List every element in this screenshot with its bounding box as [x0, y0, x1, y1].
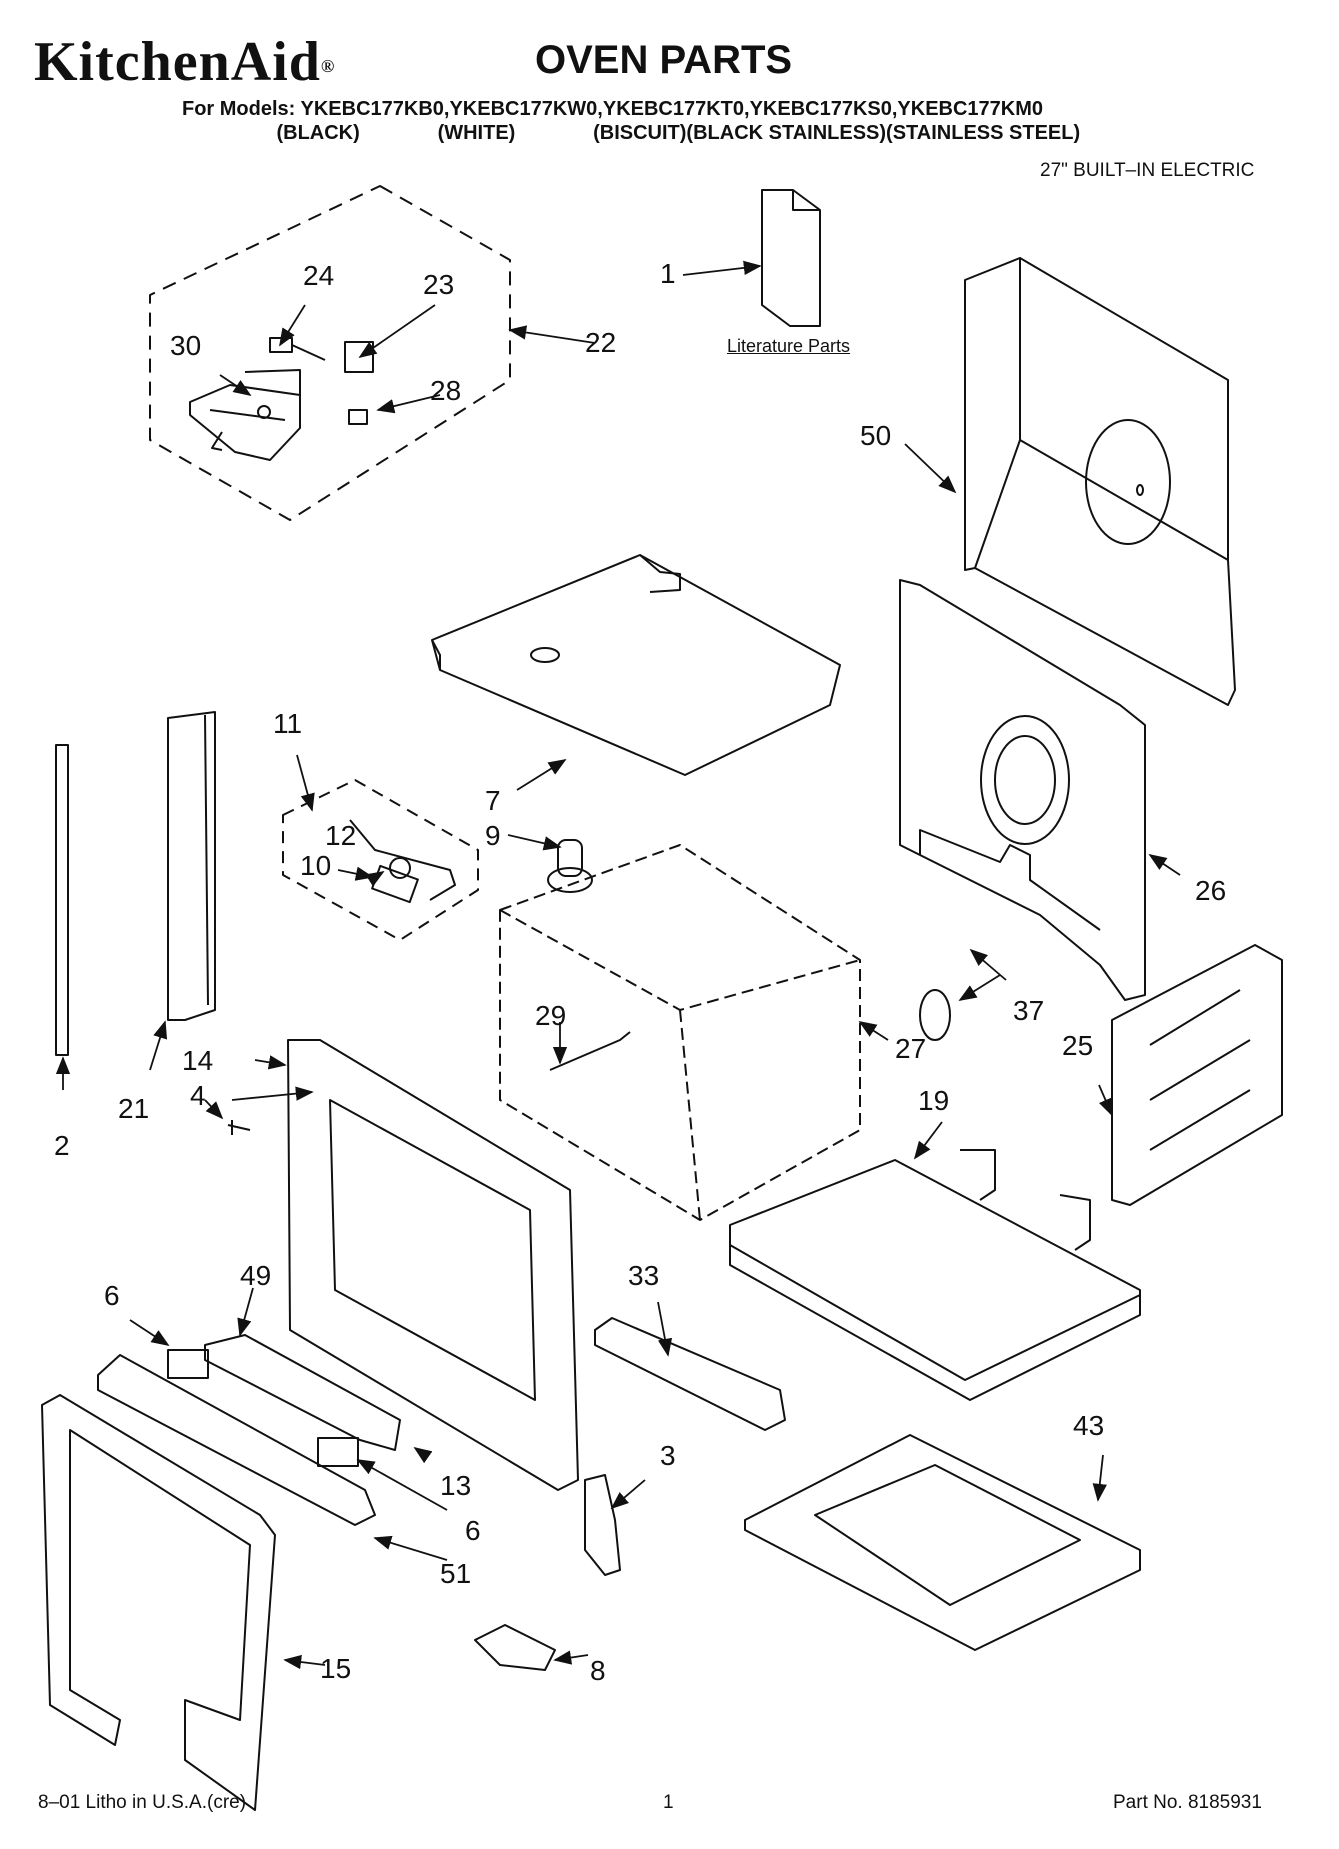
callout-37: 37: [1013, 995, 1044, 1026]
colors-line: (BLACK) (WHITE) (BISCUIT)(BLACK STAINLES…: [182, 122, 1081, 144]
callout-30: 30: [170, 330, 201, 361]
page-title: OVEN PARTS: [535, 38, 793, 82]
callout-26: 26: [1195, 875, 1226, 906]
callout-1: 1: [660, 258, 676, 289]
callout-labels: 1 2 3 4 6 6 7 8 9 10 11 12 13 14 15 19 2…: [54, 258, 1226, 1686]
side-panel-part: [1111, 944, 1283, 1206]
rear-panel-part: [964, 257, 1236, 706]
vent-part: [547, 839, 593, 893]
callout-25: 25: [1062, 1030, 1093, 1061]
callout-8: 8: [590, 1655, 606, 1686]
rear-wrapper-part: [899, 579, 1146, 1001]
thermal-fuse: [919, 989, 951, 1041]
callout-3: 3: [660, 1440, 676, 1471]
control-assembly-outline: [149, 185, 511, 521]
callout-15: 15: [320, 1653, 351, 1684]
callout-22: 22: [585, 327, 616, 358]
front-rail: [594, 1317, 786, 1431]
callout-4: 4: [190, 1080, 206, 1111]
side-trim-strip: [55, 744, 69, 1056]
models-line: For Models: YKEBC177KB0,YKEBC177KW0,YKEB…: [182, 98, 1044, 120]
callout-27: 27: [895, 1033, 926, 1064]
light-assembly-outline: [282, 779, 479, 941]
callout-50: 50: [860, 420, 891, 451]
callout-49: 49: [240, 1260, 271, 1291]
product-subtitle: 27" BUILT–IN ELECTRIC: [1040, 160, 1255, 181]
callout-23: 23: [423, 269, 454, 300]
callout-19: 19: [918, 1085, 949, 1116]
bottom-trim: [204, 1334, 401, 1451]
callout-6a: 6: [104, 1280, 120, 1311]
callout-arrows: [55, 260, 1181, 1670]
page-number: 1: [663, 1792, 674, 1813]
part-number: Part No. 8185931: [1113, 1792, 1262, 1813]
literature-parts-label: Literature Parts: [727, 336, 851, 356]
litho-note: 8–01 Litho in U.S.A.(cre): [38, 1792, 247, 1813]
callout-51: 51: [440, 1558, 471, 1589]
callout-11: 11: [273, 708, 302, 739]
hinge-8: [474, 1624, 556, 1671]
bottom-tray-part: [744, 1434, 1141, 1651]
callout-13: 13: [440, 1470, 471, 1501]
callout-9: 9: [485, 820, 501, 851]
front-frame-part: [287, 1039, 579, 1491]
bracket-3: [584, 1474, 621, 1576]
callout-12: 12: [325, 820, 356, 851]
vent-trim: [97, 1354, 376, 1526]
bottom-panel-part: [729, 1149, 1141, 1401]
callout-7: 7: [485, 785, 501, 816]
door-gasket: [41, 1394, 276, 1811]
literature-booklet: [761, 189, 821, 327]
callout-10: 10: [300, 850, 331, 881]
callout-21: 21: [118, 1093, 149, 1124]
callout-24: 24: [303, 260, 334, 291]
light-socket: [349, 819, 456, 901]
light-bulb: [389, 857, 411, 879]
brand-logo: KitchenAid®: [34, 31, 336, 93]
callout-33: 33: [628, 1260, 659, 1291]
screw: [227, 1120, 251, 1135]
control-bracket-part: [189, 337, 374, 461]
sensor-probe: [549, 1031, 631, 1071]
callout-29: 29: [535, 1000, 566, 1031]
spacer-block-left: [167, 1349, 209, 1379]
callout-6b: 6: [465, 1515, 481, 1546]
callout-14: 14: [182, 1045, 213, 1076]
oven-top-part: [431, 554, 841, 776]
callout-28: 28: [430, 375, 461, 406]
callout-2: 2: [54, 1130, 70, 1161]
oven-cavity-part: [499, 844, 861, 1221]
side-trim-panel: [167, 711, 216, 1021]
spacer-block-right: [317, 1437, 359, 1467]
light-lens: [371, 864, 419, 904]
callout-43: 43: [1073, 1410, 1104, 1441]
